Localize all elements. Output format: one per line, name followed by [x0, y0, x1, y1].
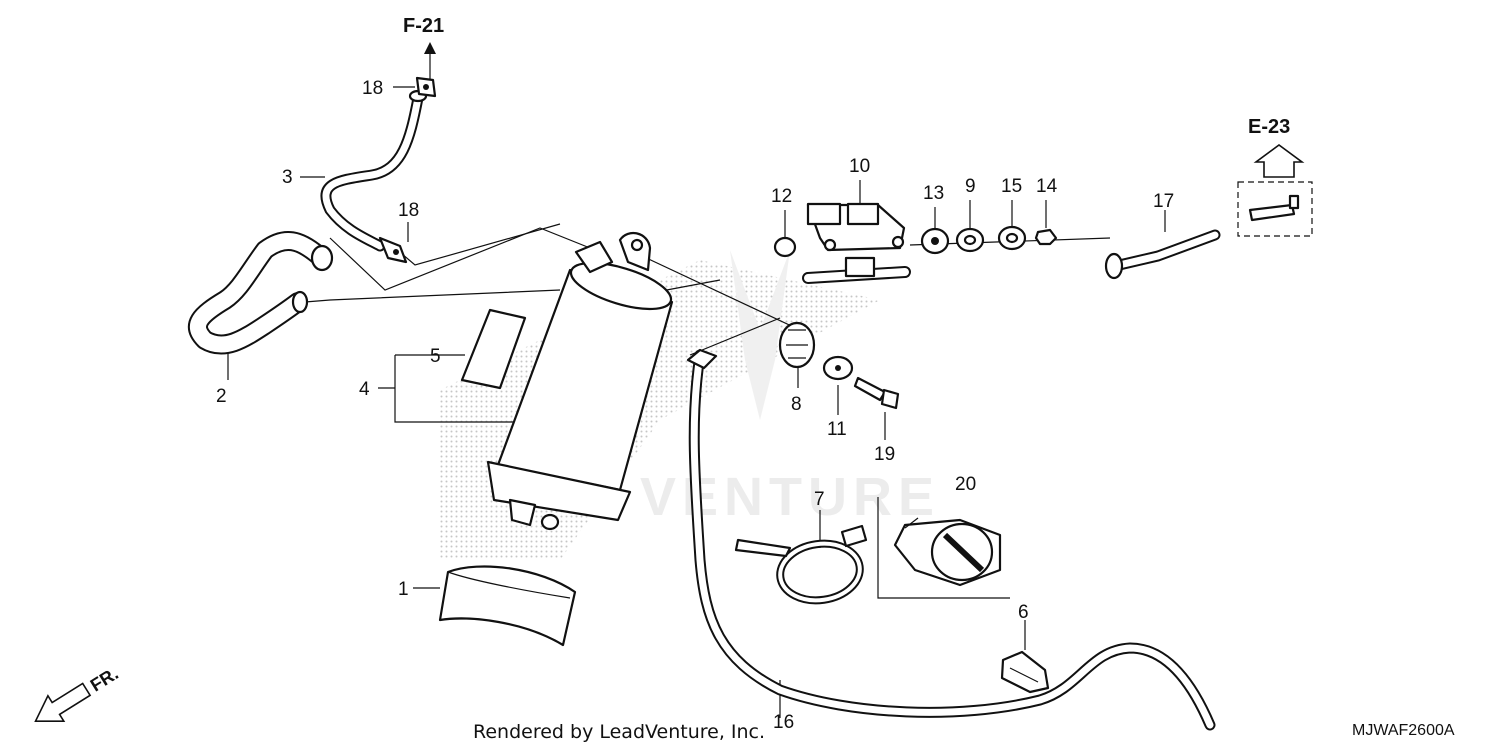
- part-8-grommet: [778, 321, 816, 369]
- front-arrow: FR.: [34, 663, 122, 723]
- footer-credit: Rendered by LeadVenture, Inc.: [473, 721, 765, 743]
- callout-19: 19: [874, 444, 895, 465]
- outline-arrow-up-icon: [1253, 144, 1305, 178]
- part-6-clip: [1000, 650, 1050, 694]
- callout-2: 2: [216, 386, 227, 407]
- reference-e23: E-23: [1237, 116, 1313, 237]
- connector-dashed-box: [1237, 181, 1313, 237]
- part-1-band: [438, 565, 577, 647]
- reference-e23-label: E-23: [1248, 116, 1290, 138]
- callout-13: 13: [923, 183, 944, 204]
- callout-16: 16: [773, 712, 794, 733]
- callout-6: 6: [1018, 602, 1029, 623]
- part-12-grommet: [773, 236, 797, 258]
- callout-18-lower: 18: [398, 200, 419, 221]
- callout-14: 14: [1036, 176, 1058, 197]
- callouts: 1 2 3 4 5 6 7 8 9 10 11 12 13 14 15 16 1…: [216, 78, 1174, 733]
- callout-10: 10: [849, 156, 870, 177]
- part-9-washer: [955, 227, 985, 253]
- part-15-washer: [997, 225, 1027, 251]
- callout-17: 17: [1153, 191, 1174, 212]
- arrow-left-icon: [34, 682, 92, 723]
- callout-5: 5: [430, 346, 441, 367]
- callout-3: 3: [282, 167, 293, 188]
- part-18-clip-lower: [378, 236, 408, 264]
- front-label: FR.: [87, 663, 122, 695]
- part-3-hose: [320, 89, 428, 252]
- callout-20: 20: [955, 474, 976, 495]
- part-10-valve: [802, 202, 911, 284]
- part-11-washer: [822, 355, 854, 381]
- callout-7: 7: [814, 489, 825, 510]
- callout-4: 4: [359, 379, 370, 400]
- part-20-clamp: [893, 517, 1002, 587]
- callout-1: 1: [398, 579, 409, 600]
- part-4-canister: [486, 231, 674, 531]
- watermark-text: VENTURE: [640, 467, 940, 527]
- callout-15: 15: [1001, 176, 1022, 197]
- part-18-clip-top: [415, 76, 437, 98]
- reference-f21: F-21: [403, 15, 444, 82]
- reference-f21-label: F-21: [403, 15, 444, 37]
- part-16-hose: [686, 348, 1216, 731]
- part-17-hose: [1104, 229, 1221, 280]
- part-2-hose: [188, 230, 334, 355]
- callout-8: 8: [791, 394, 802, 415]
- callout-12: 12: [771, 186, 792, 207]
- part-7-clamp: [734, 524, 868, 605]
- callout-11: 11: [827, 419, 847, 440]
- arrow-up-icon: [424, 42, 436, 54]
- part-5-label: [460, 308, 527, 390]
- part-19-bolt: [853, 376, 900, 410]
- callout-9: 9: [965, 176, 976, 197]
- callout-18-top: 18: [362, 78, 383, 99]
- diagram-code: MJWAF2600A: [1352, 722, 1455, 739]
- part-14-nut: [1034, 228, 1058, 246]
- part-13-seal: [920, 227, 950, 255]
